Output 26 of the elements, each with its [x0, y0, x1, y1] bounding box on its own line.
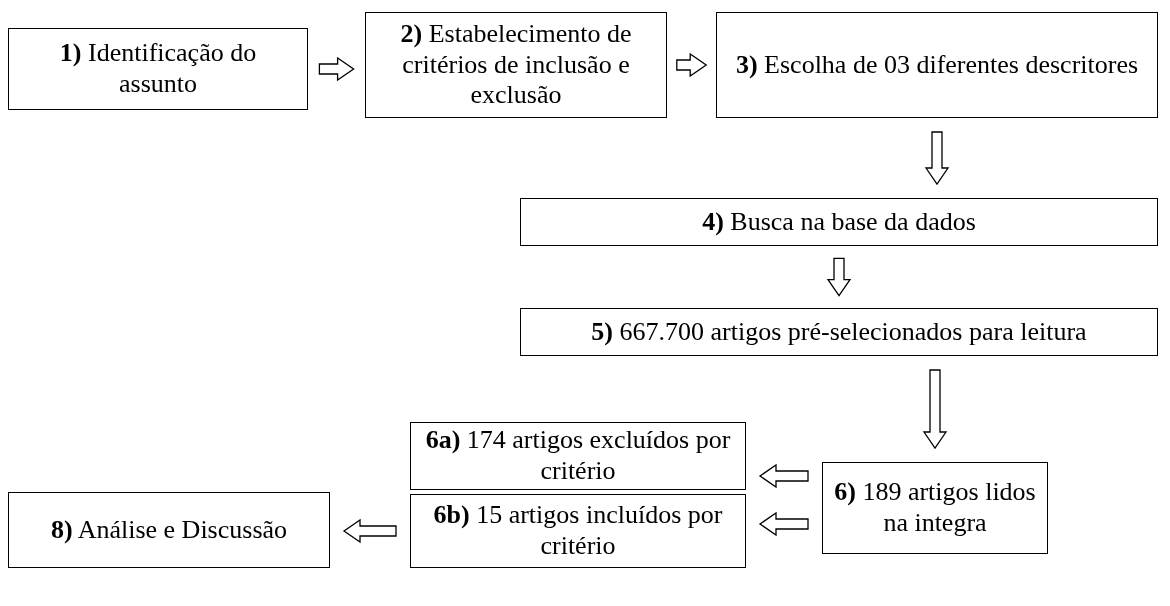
block-arrow	[758, 463, 809, 489]
process-box	[822, 462, 1048, 554]
step-text: 4) Busca na base da dados	[702, 206, 976, 238]
process-box	[8, 492, 330, 568]
step-text: 2) Estabelecimento de critérios de inclusão e exclusão	[399, 19, 633, 111]
process-box	[365, 12, 667, 118]
step-text: 3) Escolha de 03 diferentes descritores	[735, 49, 1139, 81]
process-box	[520, 308, 1158, 356]
process-box	[410, 422, 746, 490]
step-text: 6) 189 artigos lidos na integra	[833, 477, 1037, 539]
step-text: 6a) 174 artigos excluídos por critério	[424, 425, 732, 487]
step-text: 6b) 15 artigos incluídos por critério	[432, 500, 724, 562]
block-arrow	[342, 518, 397, 544]
block-arrow	[676, 52, 708, 78]
block-arrow	[758, 511, 809, 537]
process-box	[716, 12, 1158, 118]
block-arrow	[318, 56, 355, 82]
process-box	[520, 198, 1158, 246]
process-box	[8, 28, 308, 110]
step-text: 1) Identificação do assunto	[58, 38, 258, 100]
step-text: 5) 667.700 artigos pré-selecionados para leitura	[591, 316, 1087, 348]
block-arrow	[924, 131, 950, 186]
process-box	[410, 494, 746, 568]
block-arrow	[922, 369, 948, 450]
block-arrow	[826, 257, 852, 297]
step-text: 8) Análise e Discussão	[50, 514, 288, 546]
